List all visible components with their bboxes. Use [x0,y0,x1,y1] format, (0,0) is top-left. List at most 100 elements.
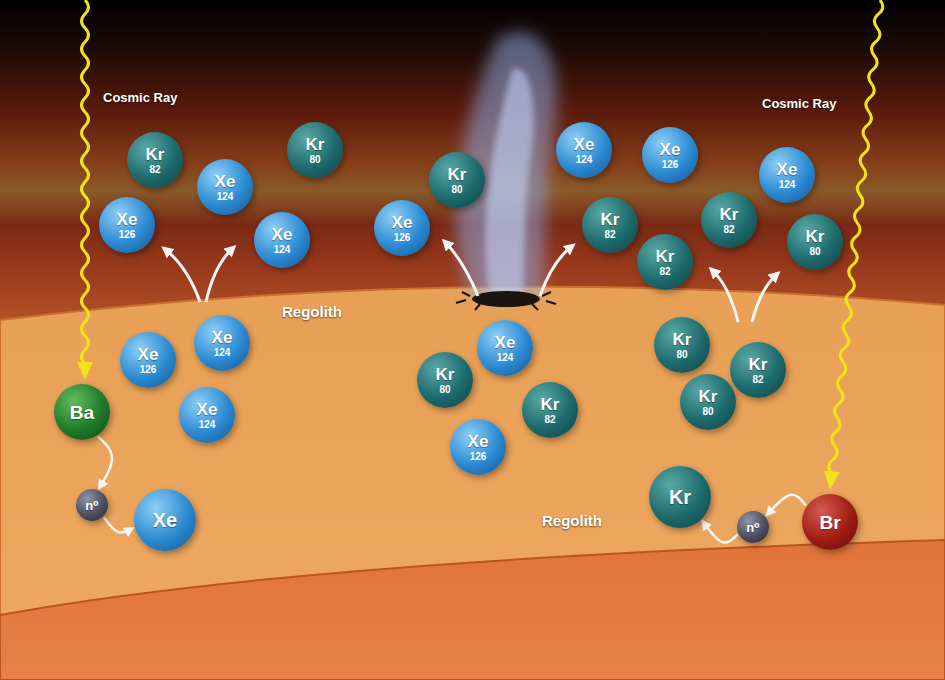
bromine-atom: Br [802,494,858,550]
krypton-atom: Kr80 [787,214,843,270]
atom-label: Kr 82 [720,206,739,235]
element-symbol: Kr [720,206,739,223]
cosmic-ray-left [77,0,93,380]
mass-number: 82 [723,225,734,235]
atom-label: Kr 82 [541,396,560,425]
neutron-path-arrow [703,521,738,542]
element-symbol: n⁰ [85,499,99,512]
release-arrow [713,271,738,322]
xenon-atom: Xe126 [374,200,430,256]
atom-label: Kr 80 [699,388,718,417]
atom-label: Xe126 [392,214,413,243]
atom-label: Kr 80 [448,166,467,195]
mass-number: 80 [451,185,462,195]
krypton-atom: Kr 80 [417,352,473,408]
neutron: n⁰ [76,489,108,521]
cosmic-ray-label: Cosmic Ray [103,90,177,105]
atom-label: Kr 80 [436,366,455,395]
xenon-atom: Xe126 [99,197,155,253]
element-symbol: Kr [656,248,675,265]
krypton-atom: Kr [649,466,711,528]
mass-number: 124 [214,348,231,358]
mass-number: 126 [470,452,487,462]
neutron-path-arrow [98,436,112,488]
element-symbol: Kr [436,366,455,383]
cosmic-ray-label: Cosmic Ray [762,96,836,111]
barium-atom: Ba [54,384,110,440]
atom-label: Xe124 [495,334,516,363]
atom-label: Kr [669,487,691,507]
element-symbol: Xe [197,401,218,418]
neutron: n⁰ [737,511,769,543]
crater [472,291,540,307]
element-symbol: Xe [153,510,177,530]
atom-label: Xe126 [117,211,138,240]
krypton-atom: Kr80 [654,317,710,373]
mass-number: 80 [309,155,320,165]
krypton-atom: Kr82 [730,342,786,398]
xenon-atom: Xe124 [194,315,250,371]
atom-label: Xe 126 [468,433,489,462]
xenon-atom: Xe [134,489,196,551]
element-symbol: Ba [70,403,94,422]
element-symbol: Kr [448,166,467,183]
atom-label: Xe 124 [197,401,218,430]
mass-number: 124 [274,245,291,255]
mass-number: 124 [497,353,514,363]
mass-number: 126 [140,365,157,375]
mass-number: 126 [394,233,411,243]
release-arrow [166,250,200,302]
krypton-atom: Kr 80 [429,152,485,208]
xenon-atom: Xe 124 [254,212,310,268]
krypton-atom: Kr 82 [701,192,757,248]
neutron-path-arrow [767,495,806,515]
krypton-atom: Kr82 [127,132,183,188]
release-arrow [540,247,571,296]
mass-number: 80 [439,385,450,395]
krypton-atom: Kr 82 [522,382,578,438]
element-symbol: Xe [272,226,293,243]
element-symbol: Kr [669,487,691,507]
layer-label: Regolith [542,512,602,529]
mass-number: 80 [702,407,713,417]
atom-label: Xe124 [215,173,236,202]
element-symbol: Kr [601,211,620,228]
element-symbol: Xe [777,161,798,178]
mass-number: 124 [576,155,593,165]
mass-number: 124 [199,420,216,430]
atom-label: Xe 124 [777,161,798,190]
atom-label: Kr 82 [656,248,675,277]
element-symbol: Kr [306,136,325,153]
atom-label: Xe124 [574,136,595,165]
atom-label: Br [819,513,840,532]
cosmic-ray-head [822,471,840,491]
element-symbol: Kr [806,228,825,245]
element-symbol: Kr [699,388,718,405]
atom-label: Xe 126 [138,346,159,375]
element-symbol: Kr [541,396,560,413]
element-symbol: Xe [468,433,489,450]
element-symbol: Kr [749,356,768,373]
element-symbol: Xe [660,141,681,158]
atom-label: Kr80 [806,228,825,257]
bedrock-layer [0,540,945,680]
xenon-atom: Xe124 [477,320,533,376]
mass-number: 124 [779,180,796,190]
atom-label: Xe124 [212,329,233,358]
mass-number: 80 [676,350,687,360]
xenon-atom: Xe 124 [179,387,235,443]
atom-label: n⁰ [85,499,99,512]
xenon-atom: Xe 124 [759,147,815,203]
mass-number: 82 [659,267,670,277]
element-symbol: Xe [215,173,236,190]
element-symbol: Xe [138,346,159,363]
mass-number: 82 [604,230,615,240]
krypton-atom: Kr 80 [287,122,343,178]
release-arrow [206,249,232,302]
element-symbol: Br [819,513,840,532]
release-arrow [752,275,776,322]
layer-label: Regolith [282,303,342,320]
mass-number: 82 [544,415,555,425]
plume-core [485,68,533,298]
krypton-atom: Kr 80 [680,374,736,430]
